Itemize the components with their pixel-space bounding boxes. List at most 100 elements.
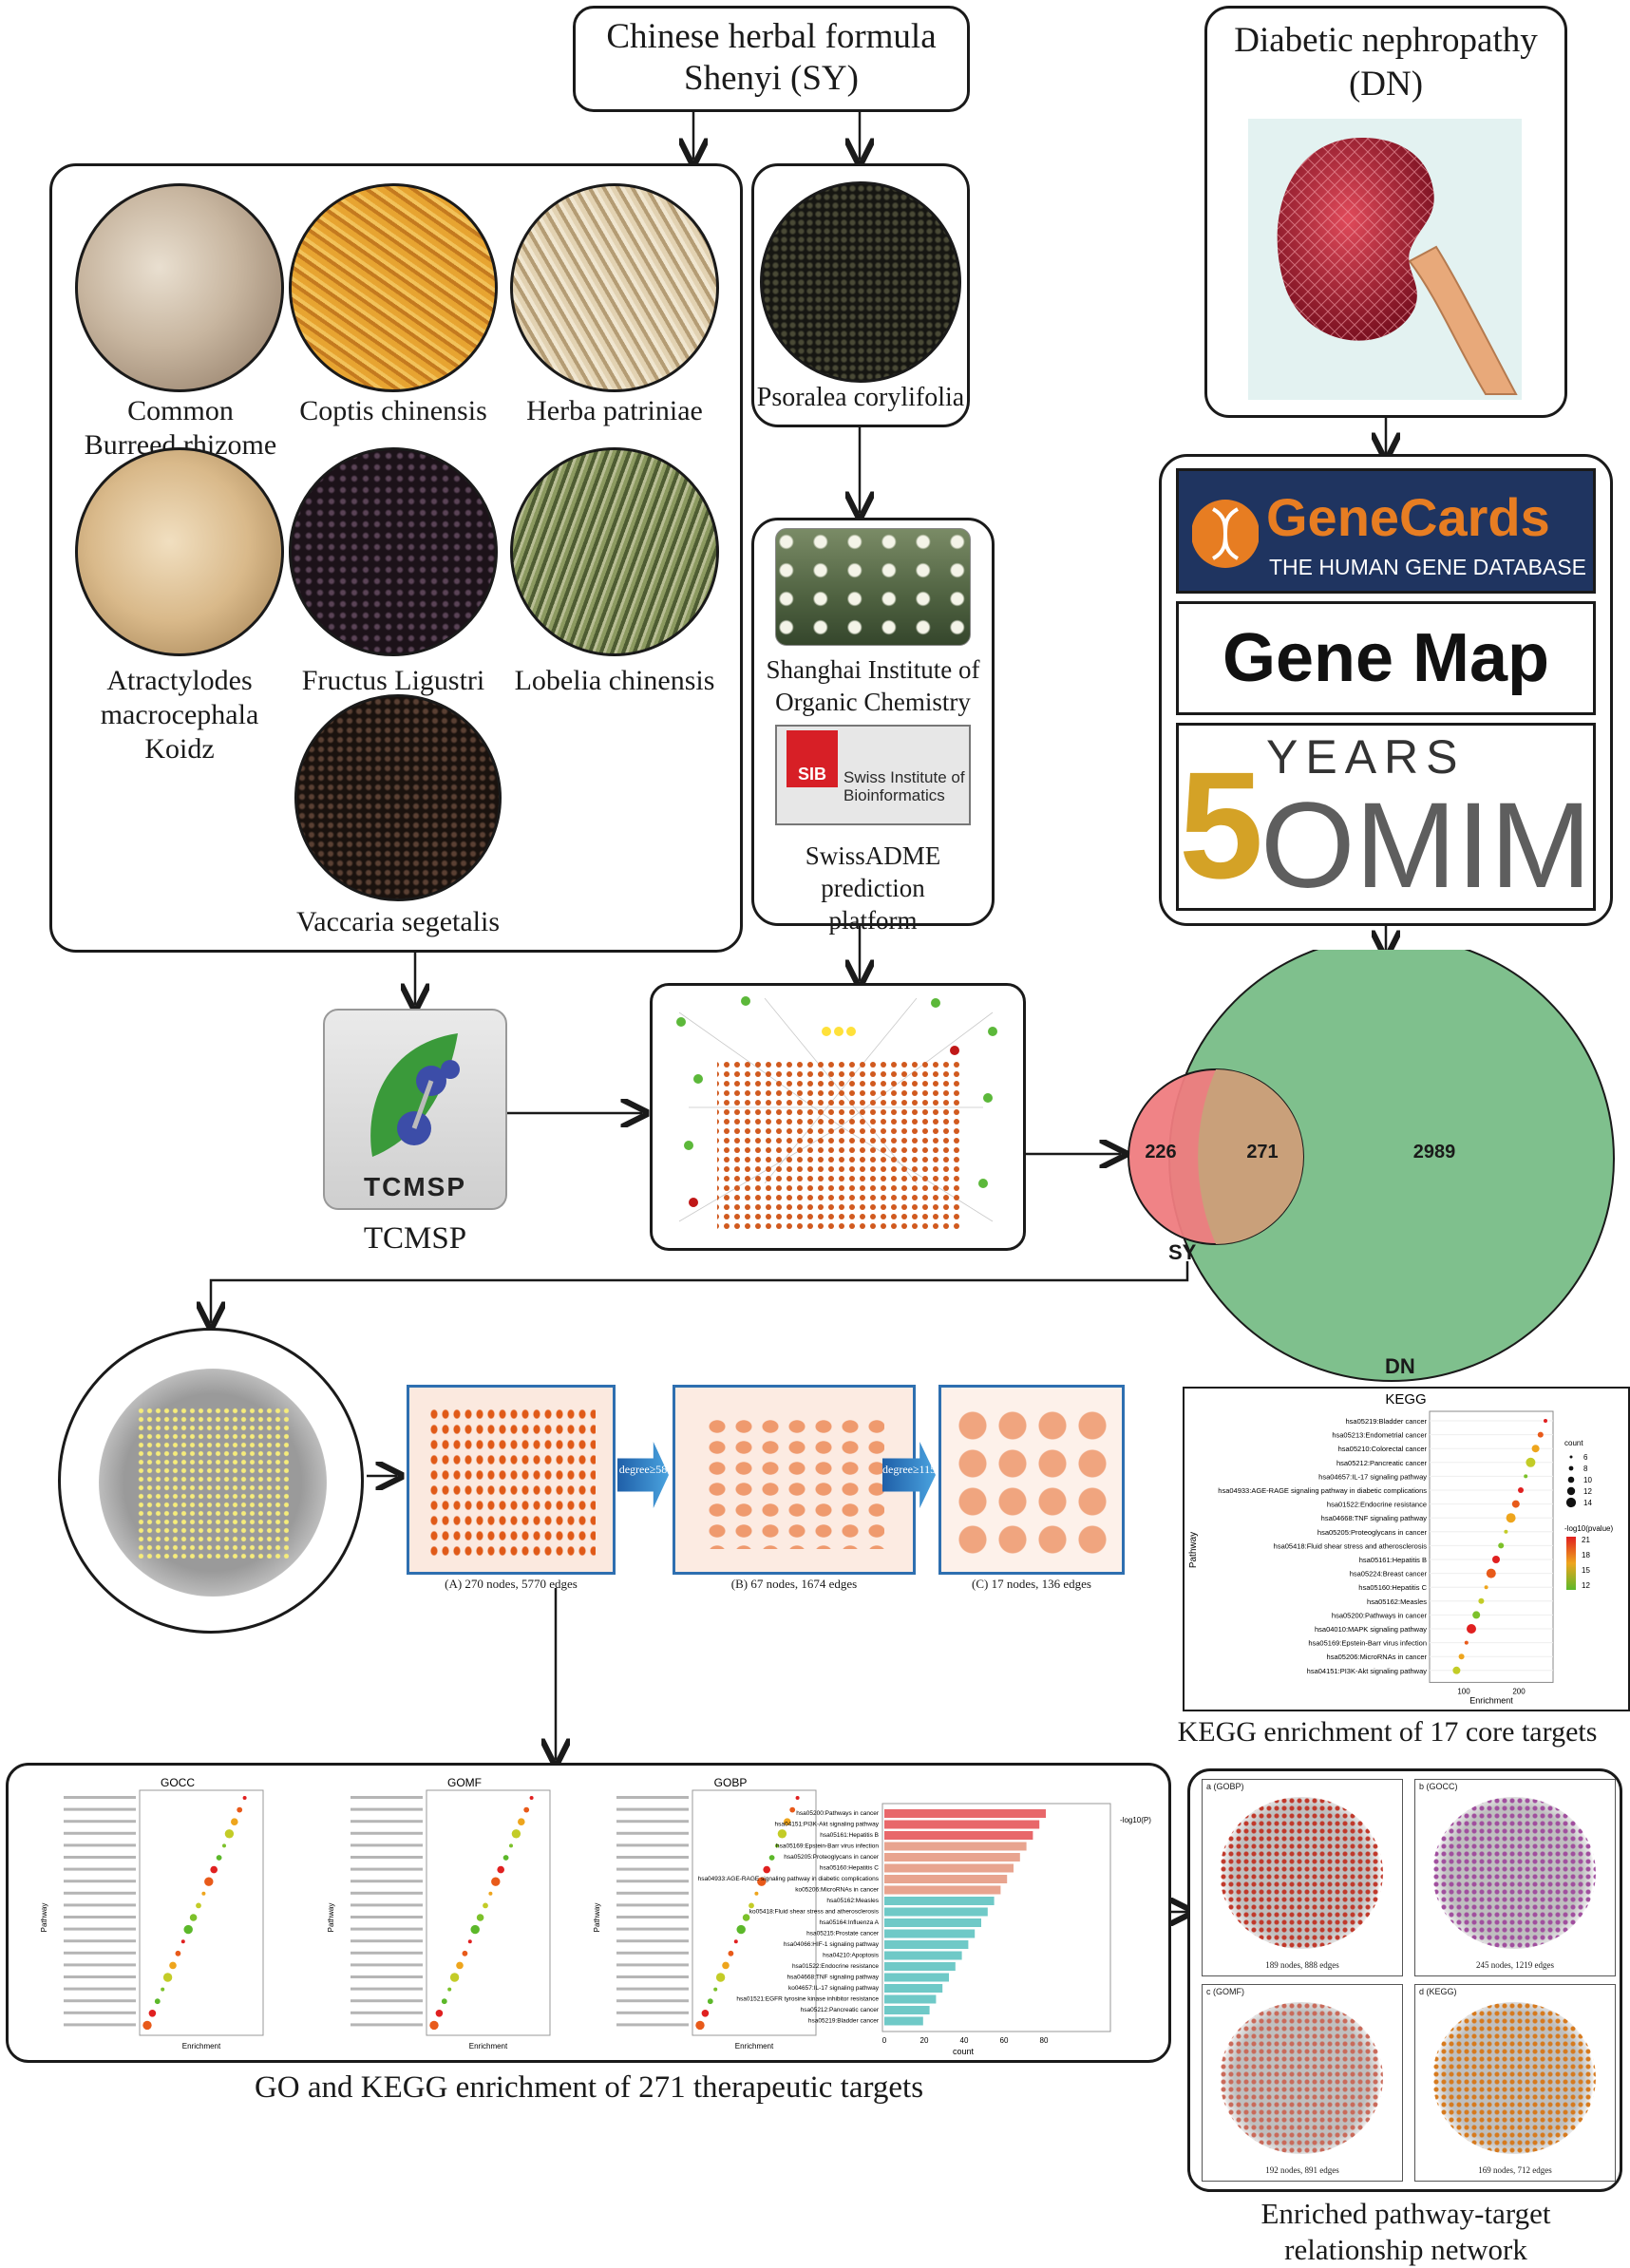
- go-dot: [701, 2010, 710, 2017]
- herbs-box: Common Burreed rhizome Coptis chinensis …: [49, 163, 743, 953]
- go-dot: [523, 1806, 530, 1813]
- go-plot-area: [692, 1789, 817, 2036]
- kegg17-legend-color-tick: 21: [1582, 1536, 1590, 1544]
- go-bar-tick: 20: [920, 2036, 929, 2045]
- go-term-label: [616, 1843, 689, 1847]
- go-bar: [884, 2006, 930, 2014]
- go-bar-label: hsa04066:HIF-1 signaling pathway: [784, 1941, 880, 1948]
- go-bar: [884, 1842, 1027, 1851]
- ppi-caption-c: (C) 17 nodes, 136 edges: [971, 1577, 1091, 1591]
- herb-label-patriniae: Herba patriniae: [526, 395, 703, 426]
- go-bar-tick: 40: [960, 2036, 969, 2045]
- go-bar-label: hsa04933:AGE-RAGE signaling pathway in d…: [698, 1876, 880, 1882]
- go-term-label: [64, 1951, 136, 1955]
- go-term-label: [616, 1891, 689, 1895]
- go-dot: [148, 2010, 157, 2017]
- go-dot: [511, 1829, 521, 1839]
- go-term-label: [351, 1963, 423, 1967]
- go-dot: [728, 1950, 734, 1956]
- go-term-label: [64, 1891, 136, 1895]
- pathway-network-label: a (GOBP): [1206, 1782, 1244, 1791]
- kegg17-dot: [1498, 1542, 1505, 1549]
- kegg17-dot: [1478, 1597, 1485, 1604]
- go-bar-label: hsa05219:Bladder cancer: [808, 2018, 880, 2025]
- go-xlabel: Enrichment: [469, 2042, 508, 2051]
- go-bar-label: hsa05160:Hepatitis C: [820, 1865, 879, 1872]
- go-dot: [429, 2020, 439, 2031]
- kegg17-pathway-label: hsa05162:Measles: [1367, 1597, 1427, 1606]
- kegg17-xlabel: Enrichment: [1469, 1695, 1513, 1705]
- go-bar-label: hsa05162:Measles: [826, 1898, 879, 1904]
- kegg17-pathway-label: hsa04933:AGE-RAGE signaling pathway in d…: [1218, 1486, 1427, 1495]
- pathway-network-subcaption: 189 nodes, 888 edges: [1265, 1960, 1339, 1970]
- kegg17-pathway-label: hsa01522:Endocrine resistance: [1327, 1501, 1427, 1509]
- herb-label-vaccaria: Vaccaria segetalis: [295, 906, 501, 937]
- go-dot: [222, 1843, 226, 1848]
- go-term-label: [616, 1963, 689, 1967]
- go-term-label: [64, 1903, 136, 1907]
- go-term-label: [64, 1939, 136, 1943]
- genecards-title: GeneCards: [1266, 487, 1550, 547]
- pathway-network-subcaption: 192 nodes, 891 edges: [1265, 2165, 1339, 2175]
- go-bar: [884, 1994, 937, 2004]
- go-dot: [518, 1818, 525, 1825]
- go-dot: [715, 1973, 726, 1982]
- go-dot: [447, 1987, 452, 1992]
- kegg17-plot-area: [1429, 1410, 1554, 1683]
- go-bar-label: hsa05212:Pancreatic cancer: [801, 2007, 880, 2013]
- herb-image-ligustri: [289, 447, 498, 656]
- go-dot: [161, 1987, 165, 1992]
- kegg17-legend-color-tick: 15: [1582, 1566, 1590, 1575]
- go-term-label: [351, 1807, 423, 1811]
- herb-label-atractylodes: Atractylodes macrocephala Koidz: [100, 665, 259, 765]
- herb-image-common-burreed: [75, 183, 284, 392]
- kegg17-pathway-label: hsa04010:MAPK signaling pathway: [1315, 1625, 1427, 1634]
- go-term-label: [616, 1880, 689, 1883]
- ppi-arrow-2-label: degree≥115: [882, 1463, 937, 1476]
- kegg17-pathway-label: hsa04668:TNF signaling pathway: [1321, 1514, 1428, 1522]
- go-bar-label: hsa04210:Apoptosis: [823, 1953, 880, 1959]
- venn-overlap: 271: [1246, 1142, 1279, 1162]
- go-bar: [884, 2016, 923, 2026]
- kegg17-dot: [1511, 1500, 1520, 1508]
- venn-sy-label: SY: [1168, 1240, 1197, 1264]
- go-dot: [467, 1939, 472, 1944]
- kegg17-pathway-label: hsa05169:Epstein-Barr virus infection: [1308, 1639, 1427, 1648]
- herb-image-vaccaria: [294, 694, 502, 901]
- go-term-label: [64, 1867, 136, 1871]
- go-bar-plot-area: [881, 1803, 1111, 2032]
- go-dot: [216, 1855, 222, 1861]
- go-bar-label: hsa04151:PI3K-Akt signaling pathway: [775, 1822, 880, 1828]
- formula-title: Chinese herbal formula: [606, 17, 937, 56]
- go-term-label: [351, 1880, 423, 1883]
- go-bar-label: hsa05215:Prostate cancer: [806, 1931, 880, 1937]
- kegg17-dot: [1472, 1611, 1481, 1619]
- kegg17-x-tick: 200: [1512, 1687, 1526, 1695]
- platforms-box: Shanghai Institute of Organic Chemistry …: [751, 518, 995, 935]
- omim-logo: YEARS 5 OMIM: [1176, 723, 1596, 911]
- go-term-label: [351, 1903, 423, 1907]
- go-dot: [757, 1877, 767, 1886]
- go-dot: [456, 1961, 464, 1970]
- go-bar-tick: 0: [882, 2036, 887, 2045]
- go-bar: [884, 1875, 1008, 1883]
- go-dot: [749, 1902, 754, 1909]
- go-dot: [754, 1891, 759, 1896]
- kegg17-dot: [1544, 1419, 1547, 1423]
- pathway-network-label: c (GOMF): [1206, 1987, 1244, 1996]
- go-dot: [707, 1998, 713, 2005]
- kegg17-legend-dot: [1568, 1465, 1574, 1471]
- go-bar: [884, 1820, 1040, 1829]
- kegg17-ylabel: Pathway: [1188, 1532, 1199, 1568]
- kegg17-legend-count-title: count: [1564, 1439, 1583, 1447]
- pathway-network-panel: b (GOCC)245 nodes, 1219 edges: [1414, 1779, 1616, 1976]
- kegg17-title: KEGG: [1385, 1391, 1426, 1408]
- go-term-label: [351, 1987, 423, 1991]
- go-dot: [142, 2020, 152, 2031]
- kegg17-dot: [1506, 1513, 1516, 1523]
- go-dot: [441, 1998, 447, 2005]
- kegg17-dot: [1486, 1568, 1496, 1578]
- go-bar: [884, 1897, 995, 1905]
